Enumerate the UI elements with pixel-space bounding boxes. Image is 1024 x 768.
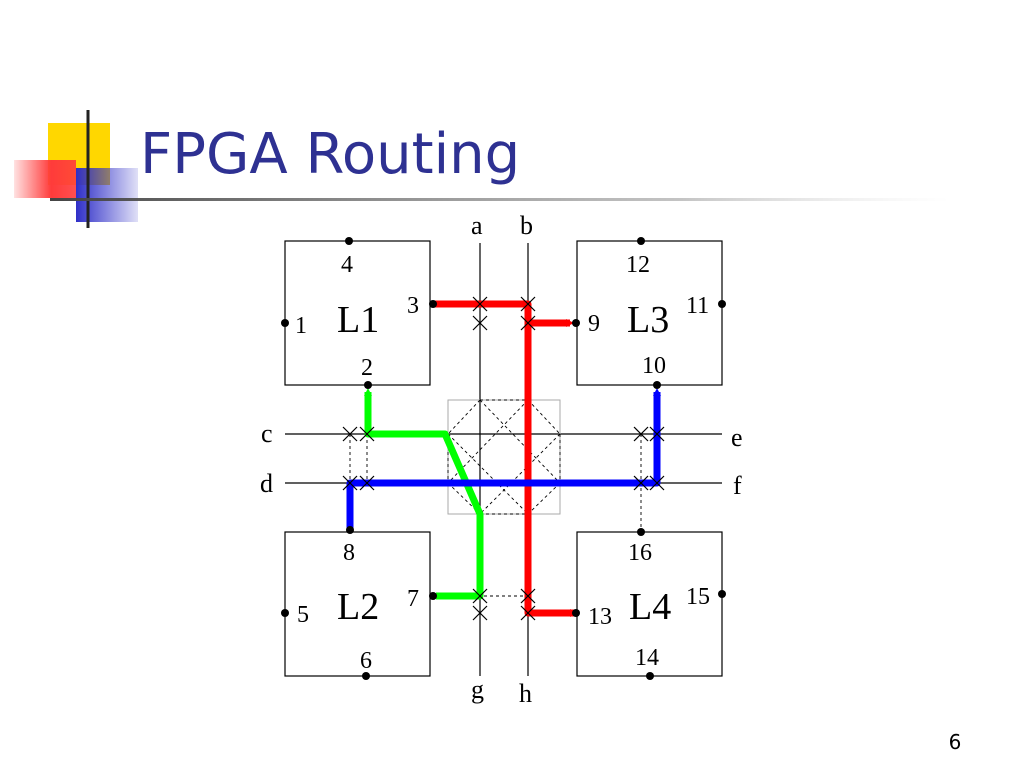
switch-x-mark bbox=[359, 426, 375, 442]
pin-label-10: 10 bbox=[642, 353, 666, 379]
block-l2-label: L2 bbox=[337, 586, 379, 628]
switch-x-mark bbox=[520, 315, 536, 331]
pin-dot bbox=[362, 672, 370, 680]
pin-label-2: 2 bbox=[361, 355, 373, 381]
pin-dot bbox=[646, 672, 654, 680]
switch-x-mark bbox=[472, 296, 488, 312]
track-label-a: a bbox=[471, 211, 483, 240]
pin-dots bbox=[281, 237, 726, 680]
pin-dot bbox=[281, 609, 289, 617]
pin-dot bbox=[718, 300, 726, 308]
pin-dot bbox=[346, 526, 354, 534]
block-l2 bbox=[284, 531, 431, 677]
pin-label-16: 16 bbox=[628, 540, 652, 566]
track-label-g: g bbox=[471, 675, 484, 704]
logo-red-square bbox=[14, 160, 76, 198]
switch-x-mark bbox=[633, 475, 649, 491]
switch-x-mark bbox=[520, 296, 536, 312]
pin-dot bbox=[281, 319, 289, 327]
pin-label-14: 14 bbox=[635, 645, 659, 671]
pin-dot bbox=[718, 590, 726, 598]
block-l4-label: L4 bbox=[629, 586, 671, 628]
switch-x-mark bbox=[472, 588, 488, 604]
track-label-f: f bbox=[733, 471, 742, 500]
switch-x-mark bbox=[649, 475, 665, 491]
switch-box bbox=[447, 399, 561, 515]
slide-logo bbox=[14, 110, 138, 228]
pin-label-12: 12 bbox=[626, 252, 650, 278]
pin-dot bbox=[429, 300, 437, 308]
connection-box-links bbox=[349, 303, 658, 597]
pin-label-11: 11 bbox=[686, 293, 709, 319]
pin-dot bbox=[653, 381, 661, 389]
switch-x-mark bbox=[520, 588, 536, 604]
pin-label-9: 9 bbox=[588, 311, 600, 337]
block-l1 bbox=[284, 240, 431, 386]
pin-label-5: 5 bbox=[297, 602, 309, 628]
logo-blue-square bbox=[76, 168, 138, 222]
block-l3-label: L3 bbox=[627, 299, 669, 341]
track-label-b: b bbox=[520, 211, 533, 240]
switch-x-mark bbox=[472, 605, 488, 621]
title-underline bbox=[50, 198, 950, 201]
pin-label-6: 6 bbox=[360, 648, 372, 674]
pin-label-13: 13 bbox=[588, 604, 612, 630]
pin-label-1: 1 bbox=[295, 313, 307, 339]
pin-label-4: 4 bbox=[341, 252, 353, 278]
pin-label-3: 3 bbox=[407, 293, 419, 319]
switch-x-mark bbox=[342, 426, 358, 442]
track-label-e: e bbox=[731, 423, 743, 452]
route-green bbox=[364, 388, 484, 600]
switch-x-mark bbox=[633, 426, 649, 442]
pin-dot bbox=[637, 528, 645, 536]
slide-number: 6 bbox=[948, 730, 962, 754]
route-blue bbox=[346, 388, 661, 530]
slide-title: FPGA Routing bbox=[140, 122, 521, 187]
switch-x-mark bbox=[649, 426, 665, 442]
pin-label-7: 7 bbox=[407, 586, 419, 612]
pin-label-15: 15 bbox=[686, 584, 710, 610]
switch-x-mark bbox=[472, 315, 488, 331]
track-label-c: c bbox=[261, 419, 273, 448]
track-label-h: h bbox=[519, 679, 532, 708]
pin-dot bbox=[364, 381, 372, 389]
track-label-d: d bbox=[260, 469, 273, 498]
switch-x-mark bbox=[359, 475, 375, 491]
switch-x-mark bbox=[520, 605, 536, 621]
pin-dot bbox=[637, 237, 645, 245]
pin-dot bbox=[429, 592, 437, 600]
pin-label-8: 8 bbox=[343, 540, 355, 566]
pin-dot bbox=[572, 319, 580, 327]
block-l1-label: L1 bbox=[337, 299, 379, 341]
pin-dot bbox=[345, 237, 353, 245]
switch-points bbox=[342, 296, 665, 621]
block-l3 bbox=[576, 240, 723, 386]
switch-x-mark bbox=[342, 475, 358, 491]
pin-dot bbox=[572, 609, 580, 617]
